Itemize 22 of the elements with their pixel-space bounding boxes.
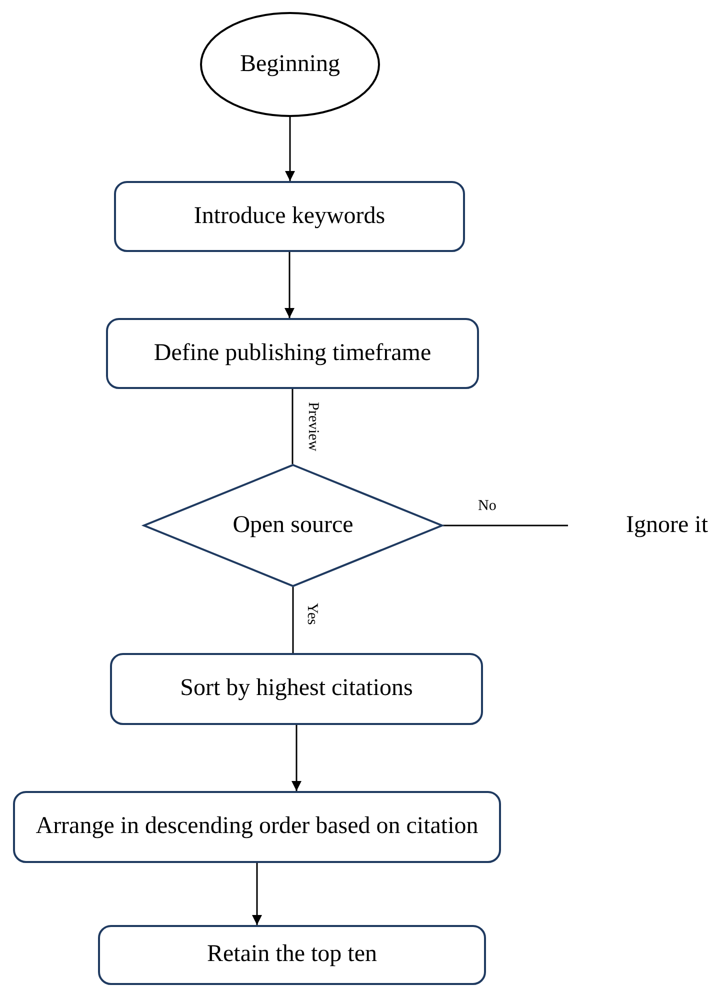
node-text: Introduce keywords <box>194 202 386 230</box>
arrow <box>292 725 302 791</box>
node-text: Retain the top ten <box>207 941 377 969</box>
connector-line <box>443 524 568 526</box>
arrow <box>252 863 262 925</box>
process-box <box>110 653 483 725</box>
process-box <box>13 791 501 863</box>
node-text: Sort by highest citations <box>180 675 413 703</box>
process-box <box>98 925 486 985</box>
process-box <box>114 181 465 252</box>
decision-diamond <box>143 464 443 587</box>
node-text: Ignore it <box>626 512 708 540</box>
node-text: Define publishing timeframe <box>154 340 432 368</box>
node-text: Beginning <box>240 50 340 78</box>
arrow <box>284 252 294 318</box>
node-text: Open source <box>232 512 354 540</box>
connector-line <box>292 587 294 653</box>
connector-line <box>292 389 294 464</box>
node-text: Arrange in descending order based on citation <box>36 813 478 841</box>
start-ellipse <box>200 12 380 117</box>
process-box <box>106 318 479 389</box>
arrow <box>285 117 295 181</box>
